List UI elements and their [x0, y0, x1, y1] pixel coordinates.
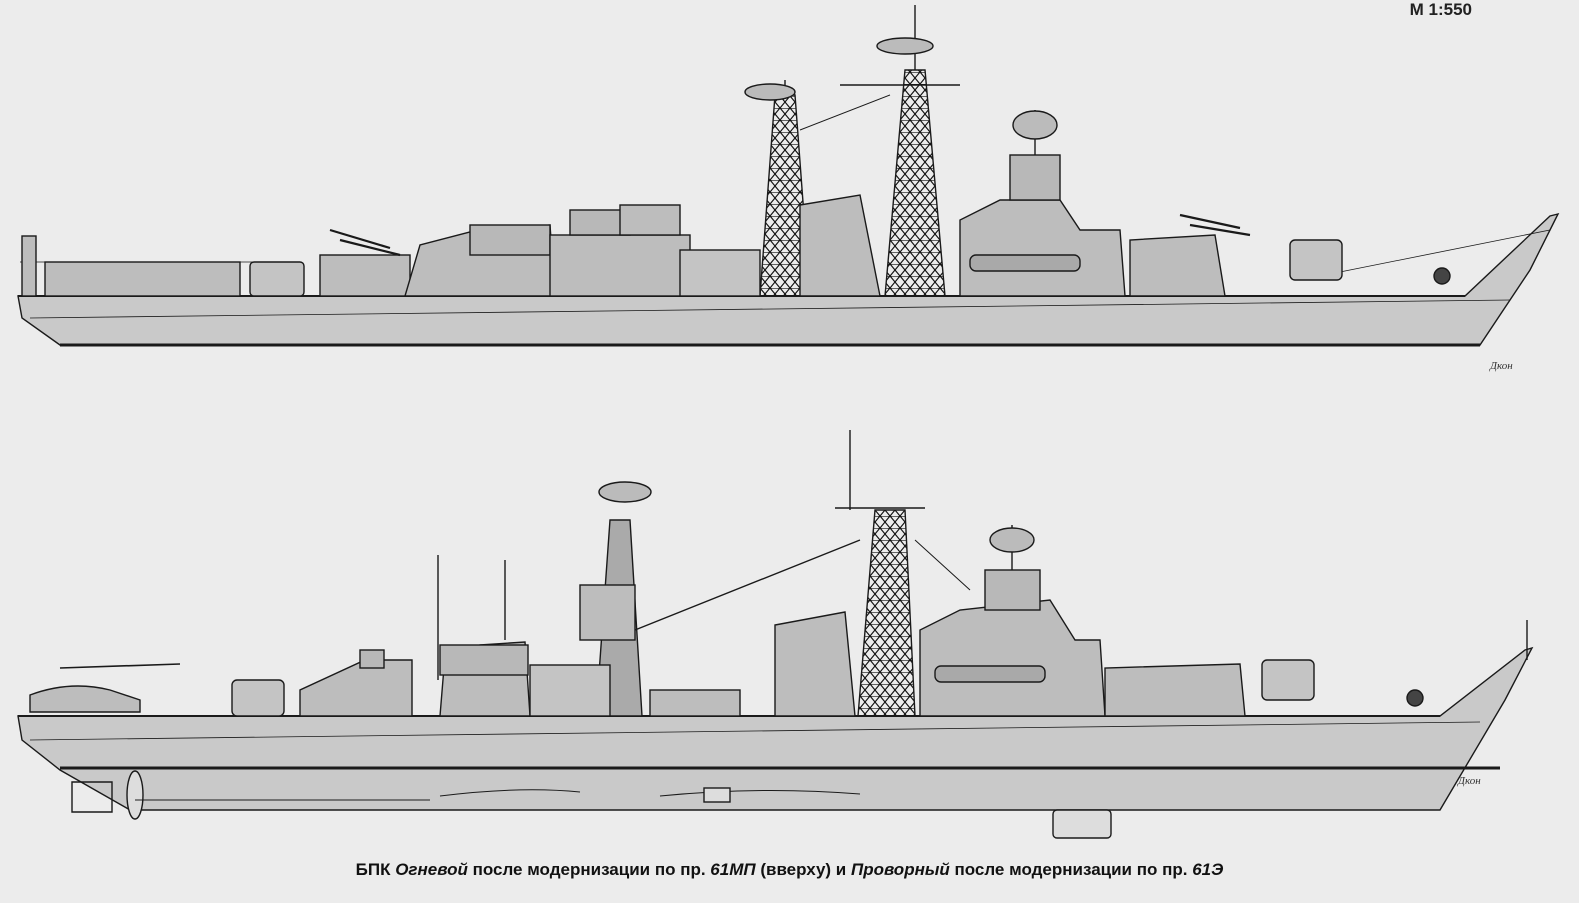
ship-provorny-profile — [17, 430, 1534, 839]
aft-lattice-mast — [759, 94, 811, 297]
scale-label: М 1:550 — [1409, 0, 1472, 19]
caption-part-4: после модернизации по пр. — [949, 860, 1193, 879]
fwd-lattice-mast — [884, 69, 946, 297]
caption-ship-1: Огневой — [395, 860, 468, 879]
figure-caption: БПК Огневой после модернизации по пр. 61… — [0, 860, 1579, 880]
artist-signature-bottom: Дкон — [1458, 775, 1481, 787]
helicopter — [29, 663, 181, 713]
hull-top — [17, 212, 1560, 346]
artist-signature-top: Дкон — [1490, 360, 1513, 372]
caption-part-2: после модернизации по пр. — [467, 860, 711, 879]
fwd-lattice-mast-bottom — [857, 509, 916, 717]
caption-project-2: 61Э — [1192, 860, 1224, 879]
ship-ognevoy-profile — [17, 5, 1560, 347]
caption-part-1: БПК — [355, 860, 396, 879]
caption-part-3: (вверху) и — [755, 860, 851, 879]
caption-ship-2: Проворный — [850, 860, 950, 879]
caption-project-1: 61МП — [710, 860, 756, 879]
